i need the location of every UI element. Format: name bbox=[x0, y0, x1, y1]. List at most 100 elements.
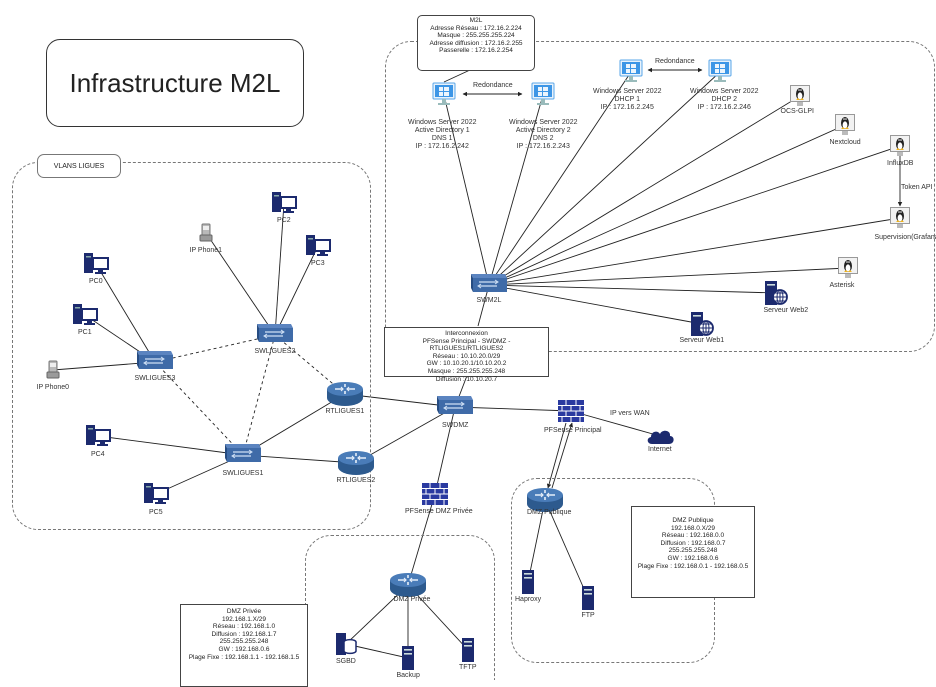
interco-box-line: Diffusion : 10.10.20.7 bbox=[385, 376, 548, 384]
m2l-box-line: Passerelle : 172.16.2.254 bbox=[418, 47, 534, 55]
pfsense-dmz-firewall-icon bbox=[421, 482, 449, 511]
pfsense-principal-firewall-label: PFSense Principal bbox=[544, 427, 602, 435]
redondance1-label: Redondance bbox=[473, 82, 513, 90]
dhcp2-windows-icon bbox=[708, 59, 732, 90]
swligues1-switch-icon bbox=[221, 442, 265, 473]
swm2l-switch-label: SWM2L bbox=[477, 297, 502, 305]
m2l-box-line: Adresse diffusion : 172.16.2.255 bbox=[418, 40, 534, 48]
rtligues1-router-label: RTLIGUES1 bbox=[326, 408, 365, 416]
pc4-label: PC4 bbox=[91, 451, 105, 459]
dmzpub-box-line: 192.168.0.X/29 bbox=[632, 525, 754, 533]
swligues1-switch-label: SWLIGUES1 bbox=[223, 470, 264, 478]
pfsense-principal-firewall-icon bbox=[557, 399, 585, 428]
ad1-windows-icon bbox=[432, 82, 456, 113]
nextcloud-linux-icon bbox=[835, 114, 855, 141]
ftp-server-label: FTP bbox=[582, 612, 595, 620]
haproxy-server-label: Haproxy bbox=[515, 596, 541, 604]
pc0-label: PC0 bbox=[89, 278, 103, 286]
nextcloud-linux-label: Nextcloud bbox=[830, 139, 861, 147]
asterisk-linux-label: Asterisk bbox=[830, 282, 855, 290]
sgbd-db-label: SGBD bbox=[336, 658, 356, 666]
dmzpub-box-line: Diffusion : 192.168.0.7 bbox=[632, 540, 754, 548]
m2l-box-line: M2L bbox=[418, 17, 534, 25]
interco-box-line: PFSense Principal - SWDMZ - RTLIGUES1/RT… bbox=[385, 338, 548, 353]
ipphone1-label: IP Phone1 bbox=[190, 247, 223, 255]
ipphone0-label: IP Phone0 bbox=[37, 384, 70, 392]
interco-box-line: Masque : 255.255.255.248 bbox=[385, 368, 548, 376]
dmzpub-box-line: Réseau : 192.168.0.0 bbox=[632, 532, 754, 540]
dhcp2-windows-label-line: IP : 172.16.2.246 bbox=[690, 104, 758, 112]
ad2-windows-label-line: Windows Server 2022 bbox=[509, 119, 577, 127]
sgbd-db-icon bbox=[335, 632, 357, 661]
ad2-windows-label-line: Active Directory 2 bbox=[509, 127, 577, 135]
redondance2-label: Redondance bbox=[655, 58, 695, 66]
dmzpriv-box-line: Plage Fixe : 192.168.1.1 - 192.168.1.5 bbox=[181, 654, 307, 662]
ad1-windows-label-line: Windows Server 2022 bbox=[408, 119, 476, 127]
swdmz-switch-label: SWDMZ bbox=[442, 422, 468, 430]
diagram-title: Infrastructure M2L bbox=[46, 39, 304, 127]
swligues2-switch-label: SWLIGUES2 bbox=[255, 348, 296, 356]
interco-box-line: GW : 10.10.20.1/10.10.20.2 bbox=[385, 360, 548, 368]
ad2-windows-label-line: IP : 172.16.2.243 bbox=[509, 143, 577, 151]
dmz-privee-router-label: DMZ Privée bbox=[394, 596, 431, 604]
dmzpriv-box-line: 192.168.1.X/29 bbox=[181, 616, 307, 624]
interco-box-line: Interconnexion bbox=[385, 330, 548, 338]
influx-linux-label: InfluxDB bbox=[887, 160, 913, 168]
asterisk-linux-icon bbox=[838, 257, 858, 284]
dmzpriv-box-line: Diffusion : 192.168.1.7 bbox=[181, 631, 307, 639]
dmzpub-box-line: 255.255.255.248 bbox=[632, 547, 754, 555]
dmzpriv-box-line: GW : 192.168.0.6 bbox=[181, 646, 307, 654]
ad1-windows-label-line: IP : 172.16.2.242 bbox=[408, 143, 476, 151]
pc5-label: PC5 bbox=[149, 509, 163, 517]
ad1-windows-label-line: Active Directory 1 bbox=[408, 127, 476, 135]
dmzpub-box-line: GW : 192.168.0.6 bbox=[632, 555, 754, 563]
interco-box-line: Réseau : 10.10.20.0/29 bbox=[385, 353, 548, 361]
pc1-label: PC1 bbox=[78, 329, 92, 337]
ad2-windows-label-line: DNS 2 bbox=[509, 135, 577, 143]
dhcp1-windows-label-line: Windows Server 2022 bbox=[593, 88, 661, 96]
supervision-linux-icon bbox=[890, 207, 910, 234]
dhcp1-windows-label-line: IP : 172.16.2.245 bbox=[593, 104, 661, 112]
pfsense-dmz-firewall-label: PFSense DMZ Privée bbox=[405, 508, 473, 516]
ipphone0-icon bbox=[45, 360, 61, 385]
dhcp2-windows-label-line: DHCP 2 bbox=[690, 96, 758, 104]
internet-cloud-label: Internet bbox=[648, 446, 672, 454]
web2-server-label: Serveur Web2 bbox=[764, 307, 809, 315]
dmzpub-box-line: DMZ Publique bbox=[632, 517, 754, 525]
dmzpriv-box-line: 255.255.255.248 bbox=[181, 638, 307, 646]
supervision-linux-label: Supervision(Grafana) bbox=[875, 234, 936, 242]
ad2-windows-icon bbox=[531, 82, 555, 113]
vlan-zone bbox=[12, 162, 371, 530]
ipphone1-icon bbox=[198, 223, 214, 248]
dhcp2-windows-label-line: Windows Server 2022 bbox=[690, 88, 758, 96]
ip-wan-label: IP vers WAN bbox=[610, 410, 650, 418]
pc2-label: PC2 bbox=[277, 217, 291, 225]
vlan-zone-label: VLANS LIGUES bbox=[37, 154, 121, 178]
dmzpriv-box-line: DMZ Privée bbox=[181, 608, 307, 616]
pc3-label: PC3 bbox=[311, 260, 325, 268]
swdmz-switch-icon bbox=[433, 394, 477, 425]
ocs-linux-label: OCS-GLPI bbox=[781, 108, 814, 116]
dmzpub-box-line: Plage Fixe : 192.168.0.1 - 192.168.0.5 bbox=[632, 563, 754, 571]
token-api-label: Token API bbox=[901, 184, 933, 192]
web1-server-label: Serveur Web1 bbox=[680, 337, 725, 345]
m2l-box-line: Masque : 255.255.255.224 bbox=[418, 32, 534, 40]
dhcp1-windows-label-line: DHCP 1 bbox=[593, 96, 661, 104]
rtligues2-router-label: RTLIGUES2 bbox=[337, 477, 376, 485]
dmzpriv-box-line: Réseau : 192.168.1.0 bbox=[181, 623, 307, 631]
dhcp1-windows-icon bbox=[619, 59, 643, 90]
influx-linux-icon bbox=[890, 135, 910, 162]
ad1-windows-label-line: DNS 1 bbox=[408, 135, 476, 143]
swligues3-switch-label: SWLIGUES3 bbox=[135, 375, 176, 383]
tftp-server-label: TFTP bbox=[459, 664, 477, 672]
m2l-box-line: Adresse Réseau : 172.16.2.224 bbox=[418, 25, 534, 33]
